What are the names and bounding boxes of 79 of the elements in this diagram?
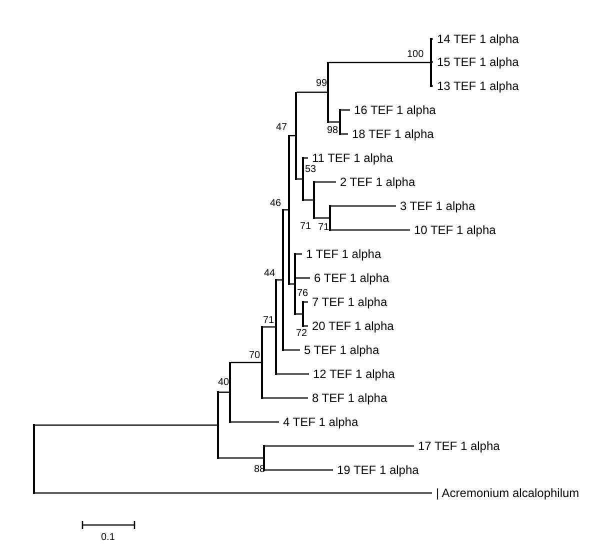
branch-line xyxy=(264,445,414,447)
branch-line xyxy=(218,392,230,393)
bootstrap-value: 71 xyxy=(300,221,312,232)
branch-node-line xyxy=(288,134,290,285)
taxon-label: 7 TEF 1 alpha xyxy=(312,295,388,309)
branch-line xyxy=(34,492,432,494)
bootstrap-value: 71 xyxy=(263,314,274,326)
taxon-label: 18 TEF 1 alpha xyxy=(352,127,434,141)
taxon-label: 17 TEF 1 alpha xyxy=(418,439,500,453)
taxon-label: 5 TEF 1 alpha xyxy=(304,343,380,357)
branch-node-line xyxy=(217,391,219,459)
branch-node-line xyxy=(229,362,231,423)
branch-line xyxy=(328,121,340,123)
branch-line xyxy=(284,209,288,210)
bootstrap-value: 53 xyxy=(305,164,316,175)
bootstrap-value: 40 xyxy=(218,377,230,388)
branch-line xyxy=(284,349,300,351)
bootstrap-value: 99 xyxy=(316,78,328,90)
taxon-label: 11 TEF 1 alpha xyxy=(312,151,393,165)
bootstrap-value: 70 xyxy=(249,350,260,362)
taxon-label: 8 TEF 1 alpha xyxy=(312,391,388,405)
taxon-label: 20 TEF 1 alpha xyxy=(312,319,394,333)
branch-node-line xyxy=(313,181,315,219)
bootstrap-value: 76 xyxy=(297,288,308,299)
taxon-label: 12 TEF 1 alpha xyxy=(313,367,395,381)
branch-line xyxy=(432,85,433,87)
taxon-label: 2 TEF 1 alpha xyxy=(340,175,416,189)
branch-line xyxy=(290,134,296,136)
branch-node-line xyxy=(282,209,284,351)
branch-line xyxy=(218,457,264,459)
branch-line xyxy=(328,62,430,64)
branch-node-line xyxy=(261,326,263,399)
taxon-label: 19 TEF 1 alpha xyxy=(337,463,419,477)
branch-node-line xyxy=(339,109,341,135)
branch-node-line xyxy=(295,92,297,180)
branch-node-line xyxy=(263,445,265,471)
bootstrap-value: 72 xyxy=(296,328,308,339)
taxon-label: 14 TEF 1 alpha xyxy=(437,32,519,46)
branch-line xyxy=(432,61,433,63)
branch-node-line xyxy=(302,301,304,327)
branch-node-line xyxy=(430,38,432,87)
branch-line xyxy=(262,397,308,399)
bootstrap-value: 98 xyxy=(327,125,338,136)
branch-line xyxy=(230,421,279,423)
taxon-label: 16 TEF 1 alpha xyxy=(354,103,436,117)
branch-line xyxy=(330,229,410,231)
branch-line xyxy=(276,373,309,375)
branch-line xyxy=(304,199,314,201)
branch-line xyxy=(262,326,276,328)
branch-line xyxy=(340,109,350,111)
branch-line xyxy=(296,277,310,279)
bootstrap-value: 47 xyxy=(276,122,288,133)
branch-line xyxy=(296,92,328,93)
bootstrap-value: 71 xyxy=(318,222,330,233)
branch-node-line xyxy=(275,279,277,375)
branch-node-line xyxy=(294,253,296,315)
branch-node-line xyxy=(329,205,331,231)
taxon-label: 4 TEF 1 alpha xyxy=(283,415,358,429)
branch-line xyxy=(264,469,333,471)
taxon-label: 13 TEF 1 alpha xyxy=(437,79,519,93)
taxon-label: 3 TEF 1 alpha xyxy=(400,199,476,213)
bootstrap-value: 46 xyxy=(270,198,282,209)
taxon-label: 15 TEF 1 alpha xyxy=(437,55,519,69)
branch-line xyxy=(314,181,336,183)
branch-line xyxy=(432,38,433,40)
bootstrap-value: 100 xyxy=(407,48,424,60)
scale-label: 0.1 xyxy=(101,532,115,543)
taxon-label: 1 TEF 1 alpha xyxy=(306,247,382,261)
taxon-label: 10 TEF 1 alpha xyxy=(414,223,496,237)
branch-line xyxy=(330,205,396,207)
branch-line xyxy=(314,217,330,219)
bootstrap-value: 44 xyxy=(264,268,276,279)
branch-line xyxy=(230,362,262,364)
branch-line xyxy=(34,424,218,426)
branch-node-line xyxy=(33,424,35,494)
taxon-label: 6 TEF 1 alpha xyxy=(314,271,390,285)
taxon-label: | Acremonium alcalophilum xyxy=(436,486,580,500)
branch-node-line xyxy=(302,157,304,201)
branch-node-line xyxy=(327,62,329,123)
